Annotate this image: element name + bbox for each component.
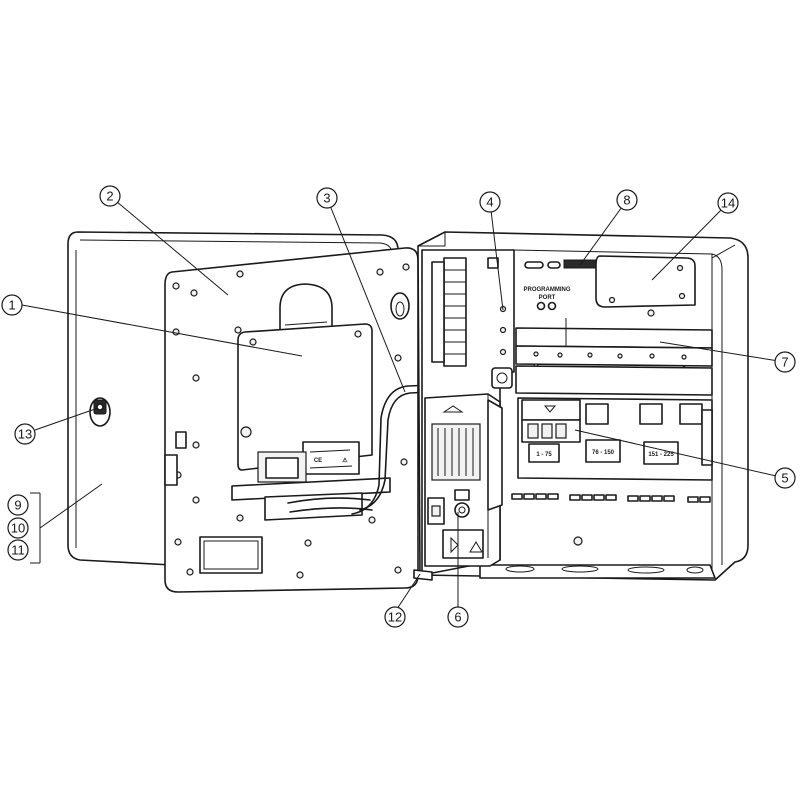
station-range-3: 151 - 225 [648,452,674,458]
callout-14: 14 [717,192,739,214]
callout-13-label: 13 [18,427,32,442]
panel-screws [172,263,410,579]
leader-lines [21,195,786,613]
callout-1-label: 1 [8,298,15,313]
svg-text:⚠: ⚠ [342,457,348,464]
station-range-2: 76 - 150 [592,450,615,456]
callout-11: 11 [7,539,29,561]
callout-3: 3 [316,187,338,209]
callout-7: 7 [774,351,796,373]
callout-8-label: 8 [623,193,630,208]
callout-5: 5 [774,467,796,489]
front-panel: CE ⚠ [164,247,419,593]
callout-5-label: 5 [781,471,788,486]
callout-10: 10 [7,517,29,539]
callout-12: 12 [384,606,406,628]
vent-slots [431,423,481,481]
knockout-slots [511,493,711,546]
callout-14-label: 14 [721,196,735,211]
programming-port-label-1: PROGRAMMING [524,287,571,293]
callout-4: 4 [479,191,501,213]
callout-6-label: 6 [454,610,461,625]
terminal-strip [431,257,467,367]
station-range-1: 1 - 75 [536,452,552,458]
callout-1: 1 [1,294,23,316]
svg-text:CE: CE [314,458,322,464]
callout-11-label: 11 [11,543,25,558]
callout-7-label: 7 [781,355,788,370]
callout-6: 6 [447,606,469,628]
programming-port-label-2: PORT [539,295,556,301]
callout-13: 13 [14,423,36,445]
ribbon-cable [287,384,433,515]
callout-9-label: 9 [14,498,21,513]
callout-3-label: 3 [323,191,330,206]
callout-12-label: 12 [388,610,402,625]
din-rail [515,318,713,396]
callout-9: 9 [7,494,29,516]
power-module [424,393,503,567]
callout-2: 2 [99,185,121,207]
programming-port: PROGRAMMING PORT [524,259,601,311]
callout-2-label: 2 [106,189,113,204]
callout-10-label: 10 [11,521,25,536]
door-lock [89,397,111,427]
callout-8: 8 [616,189,638,211]
module-14 [595,255,696,317]
callout-4-label: 4 [486,195,493,210]
